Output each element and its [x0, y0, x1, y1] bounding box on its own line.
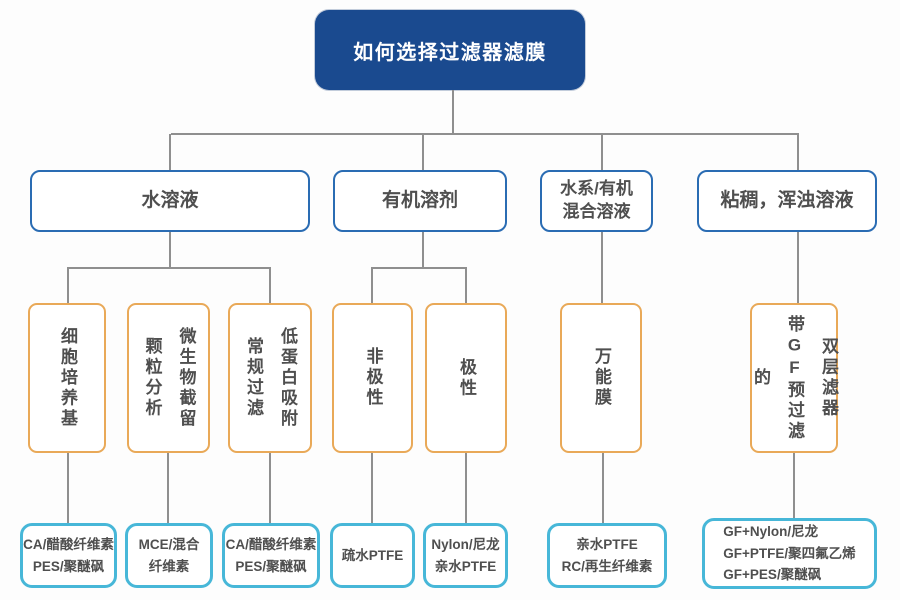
connector-aqueous-stem — [169, 232, 171, 269]
connector-viscous-stem — [797, 232, 799, 303]
aqueous-organic-mixture-label: 水系/有机 混合溶液 — [560, 179, 633, 221]
connector-drop-cell-culture — [67, 268, 69, 303]
node-aqueous-solution: 水溶液 — [30, 170, 310, 232]
connector-drop-aqueous — [169, 134, 171, 170]
node-double-layer-gf-prefilter: 双层滤器 带GF预过滤的 — [750, 303, 838, 453]
membrane-mce-label: MCE/混合 纤维素 — [138, 536, 200, 574]
node-viscous-turbid-solution: 粘稠，浑浊溶液 — [697, 170, 877, 232]
connector-leaf-5 — [465, 453, 467, 523]
node-organic-solvent: 有机溶剂 — [333, 170, 507, 232]
connector-drop-organic — [422, 134, 424, 170]
membrane-ca-pes-2-label: CA/醋酸纤维素 PES/聚醚砜 — [225, 536, 317, 574]
node-cell-culture-media: 细胞培养基 — [28, 303, 106, 453]
cell-culture-media-label: 细胞培养基 — [58, 326, 77, 430]
microbe-retention-particle-analysis-label: 微生物截留 颗粒分析 — [142, 326, 196, 430]
universal-membrane-label: 万能膜 — [592, 347, 611, 409]
connector-drop-low-protein — [269, 268, 271, 303]
node-membrane-ca-pes-2: CA/醋酸纤维素 PES/聚醚砜 — [222, 523, 320, 588]
connector-leaf-7 — [793, 453, 795, 519]
connector-leaf-1 — [67, 453, 69, 523]
node-aqueous-organic-mixture: 水系/有机 混合溶液 — [540, 170, 653, 232]
node-membrane-gf-combinations: GF+Nylon/尼龙 GF+PTFE/聚四氟乙烯 GF+PES/聚醚砜 — [702, 518, 877, 589]
node-microbe-retention-particle-analysis: 微生物截留 颗粒分析 — [127, 303, 210, 453]
connector-organic-stem — [422, 232, 424, 269]
connector-leaf-2 — [167, 453, 169, 523]
membrane-ca-pes-1-label: CA/醋酸纤维素 PES/聚醚砜 — [23, 536, 114, 574]
organic-solvent-label: 有机溶剂 — [381, 190, 458, 212]
connector-leaf-3 — [269, 453, 271, 523]
polar-label: 极性 — [457, 357, 476, 399]
connector-drop-nonpolar — [371, 268, 373, 303]
aqueous-solution-label: 水溶液 — [141, 190, 199, 212]
connector-leaf-6 — [602, 453, 604, 523]
node-membrane-mce: MCE/混合 纤维素 — [125, 523, 213, 588]
connector-drop-viscous — [797, 134, 799, 170]
connector-drop-polar — [465, 268, 467, 303]
node-low-protein-binding-regular-filtration: 低蛋白吸附 常规过滤 — [228, 303, 312, 453]
connector-drop-mixture — [601, 134, 603, 170]
root-title-label: 如何选择过滤器滤膜 — [353, 41, 547, 64]
node-membrane-hydrophobic-ptfe: 疏水PTFE — [330, 523, 415, 588]
low-protein-binding-regular-filtration-label: 低蛋白吸附 常规过滤 — [244, 326, 297, 430]
membrane-nylon-ptfe-label: Nylon/尼龙 亲水PTFE — [431, 536, 500, 574]
nonpolar-label: 非极性 — [363, 347, 383, 409]
node-root-title: 如何选择过滤器滤膜 — [315, 10, 585, 90]
connector-tier2-bus — [171, 133, 799, 135]
node-membrane-nylon-ptfe: Nylon/尼龙 亲水PTFE — [423, 523, 508, 588]
node-polar: 极性 — [425, 303, 507, 453]
connector-organic-bus — [371, 267, 467, 269]
node-membrane-ptfe-rc: 亲水PTFE RC/再生纤维素 — [547, 523, 667, 588]
connector-root-stem — [452, 90, 454, 134]
connector-aqueous-bus — [67, 267, 271, 269]
node-membrane-ca-pes-1: CA/醋酸纤维素 PES/聚醚砜 — [20, 523, 117, 588]
connector-leaf-4 — [371, 453, 373, 523]
membrane-gf-combinations-label: GF+Nylon/尼龙 GF+PTFE/聚四氟乙烯 GF+PES/聚醚砜 — [723, 524, 856, 583]
membrane-ptfe-rc-label: 亲水PTFE RC/再生纤维素 — [561, 536, 653, 574]
double-layer-gf-prefilter-label: 双层滤器 带GF预过滤的 — [751, 314, 838, 442]
node-nonpolar: 非极性 — [332, 303, 413, 453]
membrane-hydrophobic-ptfe-label: 疏水PTFE — [341, 547, 404, 563]
node-universal-membrane: 万能膜 — [560, 303, 642, 453]
viscous-turbid-solution-label: 粘稠，浑浊溶液 — [720, 190, 854, 212]
connector-mixture-stem — [601, 232, 603, 303]
